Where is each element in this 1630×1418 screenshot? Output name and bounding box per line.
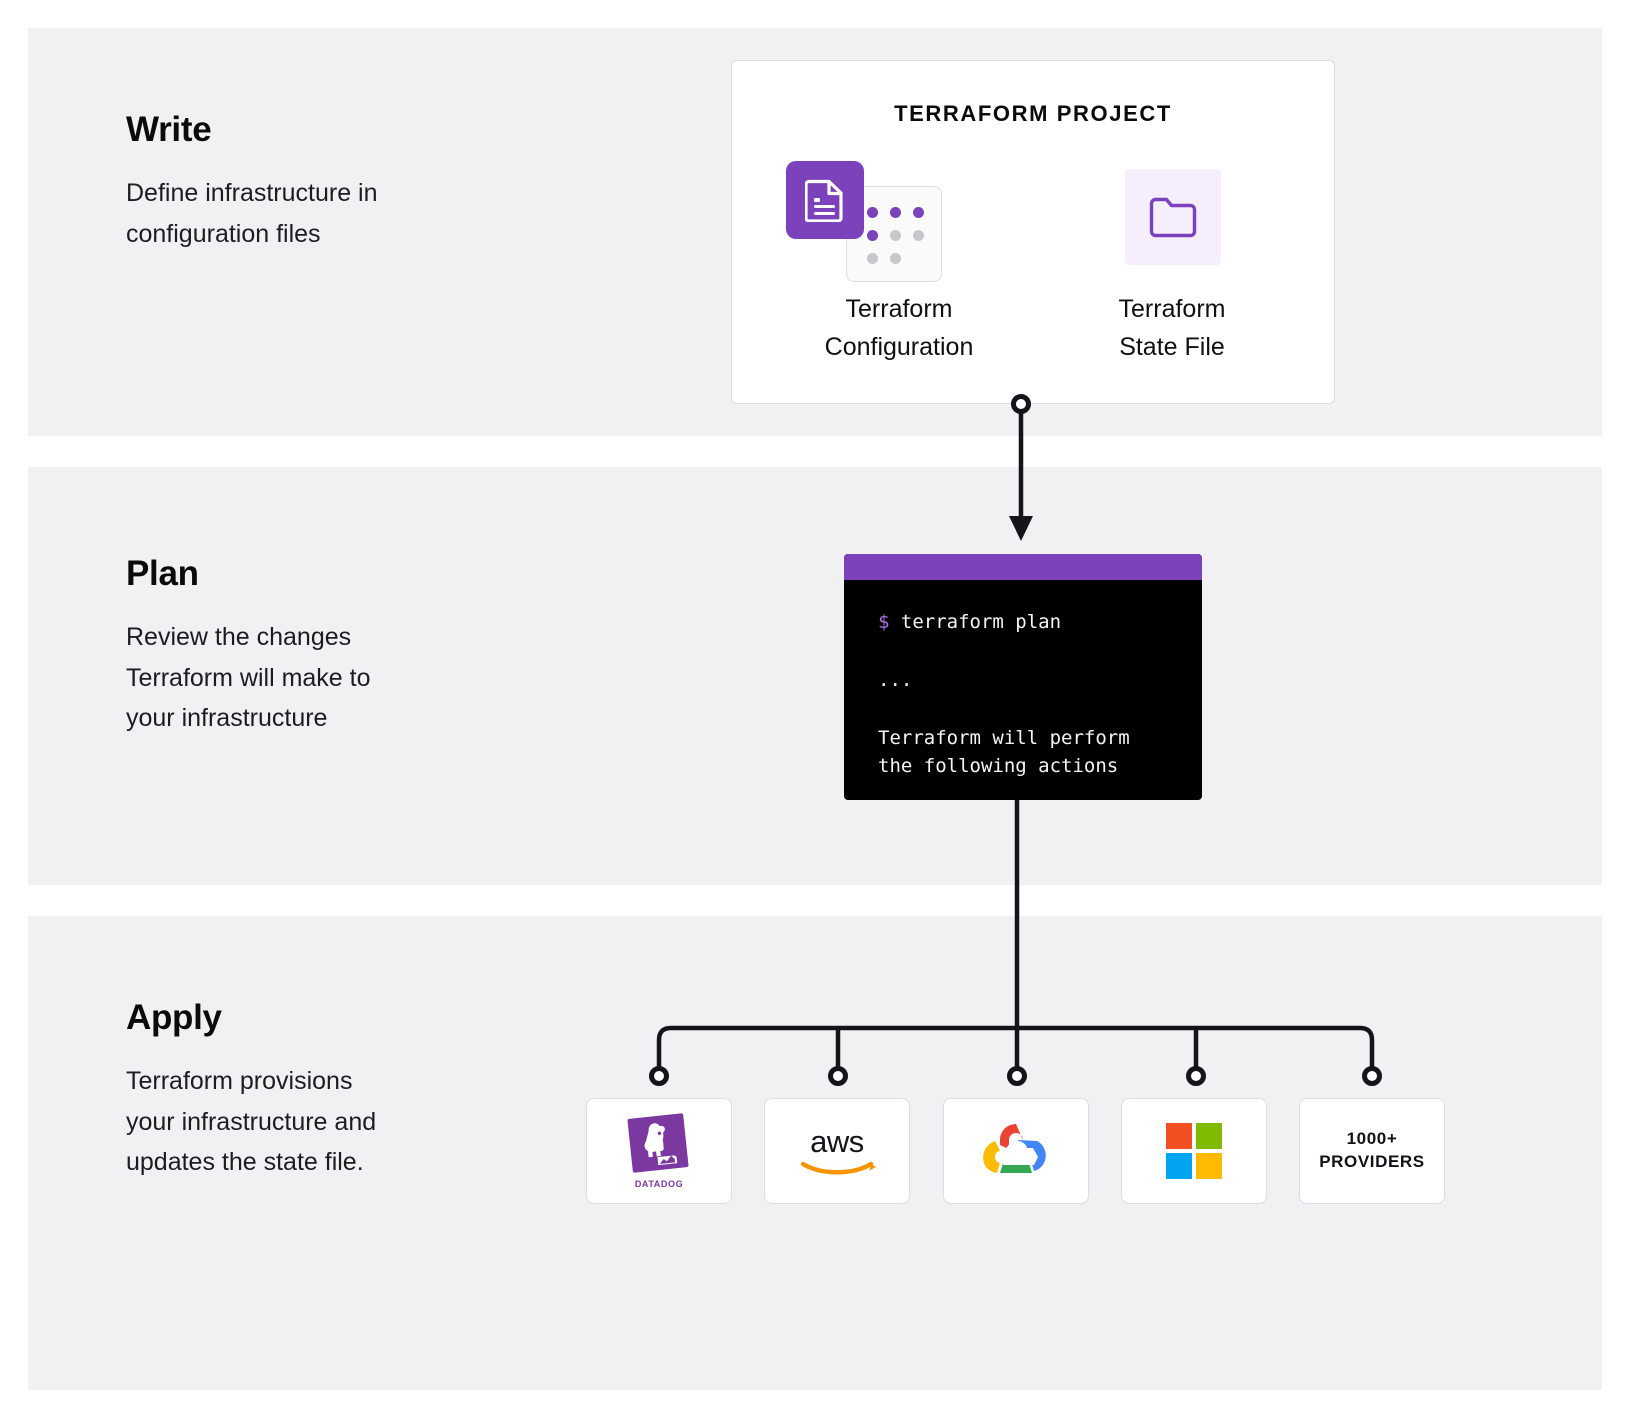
step-plan-text: Plan Review the changes Terraform will m… — [126, 556, 546, 739]
document-file-icon — [786, 161, 864, 239]
asset-terraform-state-file-label: Terraform State File — [1118, 295, 1226, 361]
step-write-text: Write Define infrastructure in configura… — [126, 112, 546, 254]
terraform-project-card: TERRAFORM PROJECT — [731, 60, 1335, 404]
datadog-wordmark: DATADOG — [634, 1179, 684, 1189]
step-write-description: Define infrastructure in configuration f… — [126, 179, 378, 248]
microsoft-logo — [1166, 1123, 1222, 1179]
microsoft-square-red — [1166, 1123, 1192, 1149]
provider-card-microsoft[interactable] — [1121, 1098, 1267, 1204]
more-providers-label: 1000+ PROVIDERS — [1319, 1129, 1425, 1171]
terraform-state-file-art — [1047, 151, 1297, 291]
step-plan-title: Plan — [126, 554, 199, 593]
terraform-configuration-art — [774, 151, 1024, 291]
asset-terraform-configuration: Terraform Configuration — [774, 151, 1024, 366]
aws-logo: aws — [800, 1124, 876, 1175]
microsoft-square-blue — [1166, 1153, 1192, 1179]
step-write-title: Write — [126, 110, 212, 149]
step-apply-text: Apply Terraform provisions your infrastr… — [126, 1000, 546, 1183]
terminal-output: $ terraform plan ... Terraform will perf… — [844, 580, 1202, 781]
datadog-dog-icon — [644, 1123, 678, 1166]
terminal-output-line-1: Terraform will perform — [878, 726, 1130, 749]
terraform-plan-terminal: $ terraform plan ... Terraform will perf… — [844, 554, 1202, 800]
provider-card-more-providers[interactable]: 1000+ PROVIDERS — [1299, 1098, 1445, 1204]
asset-terraform-configuration-label: Terraform Configuration — [824, 295, 974, 361]
terminal-command: terraform plan — [900, 611, 1062, 633]
terminal-prompt-symbol: $ — [878, 611, 890, 633]
datadog-logo: DATADOG — [616, 1113, 702, 1189]
step-apply-description: Terraform provisions your infrastructure… — [126, 1067, 377, 1176]
provider-card-aws[interactable]: aws — [764, 1098, 910, 1204]
google-cloud-logo — [983, 1124, 1046, 1173]
step-apply-title: Apply — [126, 998, 222, 1037]
folder-icon — [1125, 169, 1221, 265]
terraform-project-title: TERRAFORM PROJECT — [894, 101, 1172, 126]
provider-card-datadog[interactable]: DATADOG — [586, 1098, 732, 1204]
asset-terraform-state-file: Terraform State File — [1047, 151, 1297, 366]
provider-card-google-cloud[interactable] — [943, 1098, 1089, 1204]
terminal-title-bar — [844, 554, 1202, 580]
dot-grid-icon — [867, 207, 925, 265]
section-plan — [28, 467, 1602, 885]
step-plan-description: Review the changes Terraform will make t… — [126, 623, 371, 732]
microsoft-square-yellow — [1196, 1153, 1222, 1179]
microsoft-square-green — [1196, 1123, 1222, 1149]
svg-text:aws: aws — [810, 1124, 864, 1159]
terminal-output-line-2: the following actions — [878, 755, 1119, 778]
terminal-ellipsis: ... — [878, 668, 913, 691]
